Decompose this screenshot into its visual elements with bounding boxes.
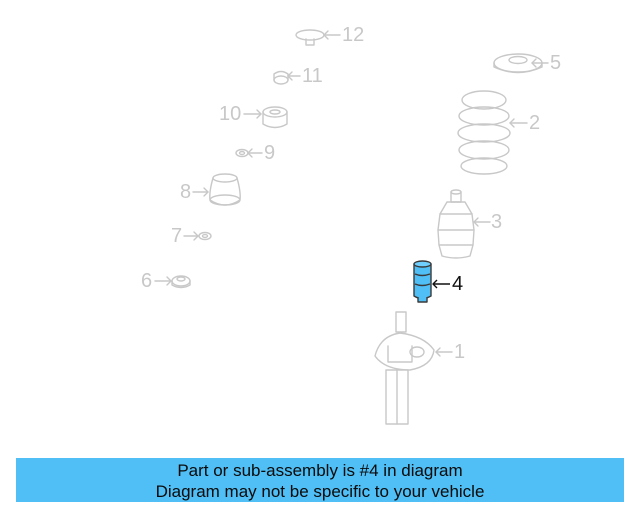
callout-2: 2 (529, 112, 541, 134)
banner-line-disclaimer: Diagram may not be specific to your vehi… (155, 482, 485, 501)
callout-9: 9 (264, 142, 276, 164)
callout-10: 10 (219, 103, 242, 125)
spring-seat-part[interactable] (493, 53, 549, 74)
callout-8: 8 (180, 181, 192, 203)
boot-part[interactable] (437, 189, 491, 259)
nut-part[interactable] (183, 231, 212, 241)
bump-stop-part-highlighted[interactable] (413, 260, 450, 303)
small-nut-part[interactable] (235, 148, 263, 158)
callout-7: 7 (171, 225, 183, 247)
callout-1: 1 (454, 341, 466, 363)
coil-spring-part[interactable] (457, 90, 528, 175)
exploded-parts-diagram (154, 29, 549, 425)
callout-6: 6 (141, 270, 153, 292)
callout-5: 5 (550, 52, 562, 74)
dust-cap-part[interactable] (295, 29, 341, 46)
washer-part[interactable] (154, 275, 191, 289)
callout-4: 4 (452, 273, 464, 295)
strut-part[interactable] (374, 311, 453, 425)
callout-11: 11 (302, 65, 323, 87)
cap-nut-part[interactable] (273, 70, 301, 85)
bearing-part[interactable] (243, 106, 288, 129)
banner-line-part-number: Part or sub-assembly is #4 in diagram (177, 461, 463, 480)
callout-3: 3 (491, 211, 503, 233)
info-banner: Part or sub-assembly is #4 in diagram Di… (16, 458, 624, 502)
callout-12: 12 (342, 24, 365, 46)
mount-part[interactable] (192, 173, 241, 206)
